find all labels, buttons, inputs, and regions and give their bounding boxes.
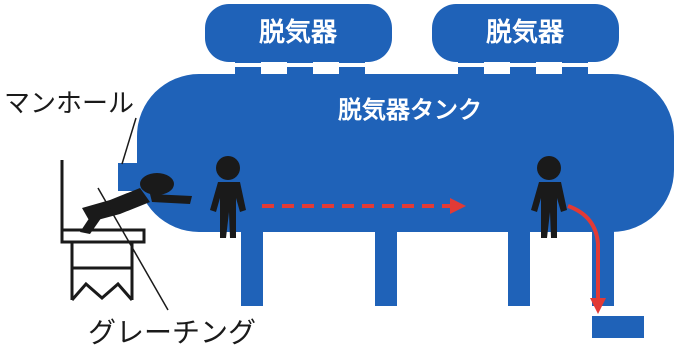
nozzle-gaps (235, 63, 588, 67)
tank-leg-2 (375, 226, 397, 306)
nozzle-gap (339, 63, 365, 67)
nozzle-gap (287, 63, 313, 67)
exit-arrow-line (567, 204, 600, 300)
person-inside-right (531, 156, 567, 238)
manhole-label: マンホール (4, 89, 134, 119)
grating-deck (60, 228, 146, 244)
nozzle-gap (562, 63, 588, 67)
person-head (216, 156, 240, 180)
person-body (531, 182, 567, 238)
arrow-head (450, 198, 466, 214)
movement-arrow (262, 198, 466, 214)
person-inside-left (210, 156, 246, 238)
exit-arrow-head (590, 298, 606, 314)
person-entering (80, 173, 192, 234)
drain-pipe (592, 316, 644, 338)
person-head (537, 156, 561, 180)
person-arm-forward (150, 194, 192, 204)
nozzle-gap (510, 63, 536, 67)
tank-leg-1 (241, 226, 263, 306)
person-body (210, 182, 246, 238)
deaerator-left (205, 4, 392, 62)
person-head (140, 173, 174, 195)
person-arm (80, 208, 104, 234)
tank-label: 脱気器タンク (338, 96, 482, 124)
tank-leg-3 (508, 226, 530, 306)
tank-legs (241, 226, 644, 338)
grating-pointer (97, 187, 169, 311)
nozzle-gap (235, 63, 261, 67)
manhole (118, 163, 144, 191)
manhole-pointer (121, 117, 137, 165)
deaerator-left-label: 脱気器 (259, 17, 338, 48)
deaerator-right-label: 脱気器 (486, 17, 565, 48)
nozzle-gap (458, 63, 484, 67)
grating-label: グレーチング (88, 316, 256, 349)
deaerator-right (432, 4, 619, 62)
platform-brace (70, 281, 134, 301)
grating-platform (60, 160, 146, 301)
exit-arrow (567, 204, 606, 314)
